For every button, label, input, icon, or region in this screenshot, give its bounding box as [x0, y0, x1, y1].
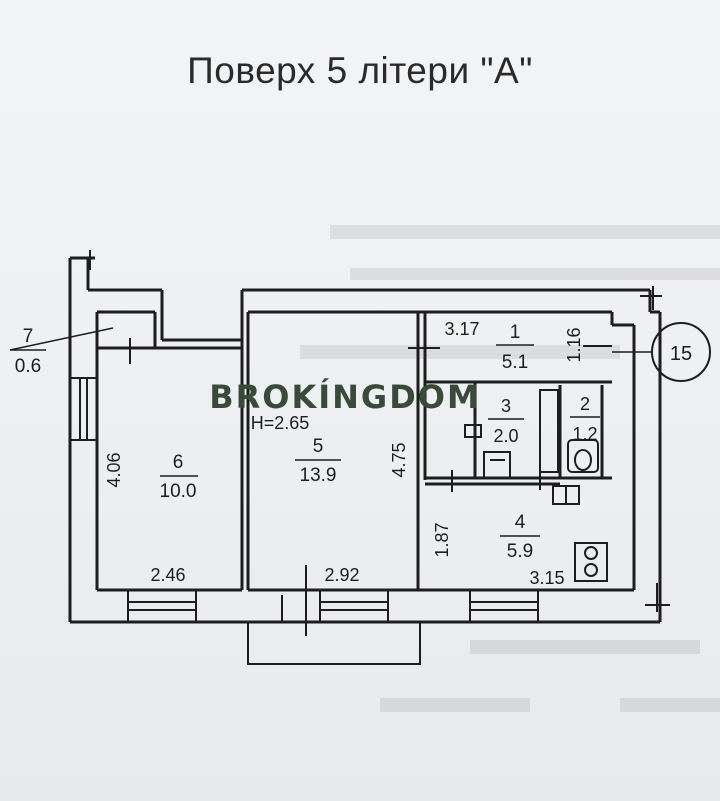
- room1-length-dim: 1.16: [564, 327, 584, 362]
- room6-area: 10.0: [160, 481, 197, 502]
- room7-number: 7: [23, 326, 34, 347]
- room2-number: 2: [580, 394, 590, 414]
- room3-number: 3: [501, 396, 511, 416]
- room4-width-dim: 3.15: [529, 568, 564, 588]
- room6-width-dim: 2.46: [150, 565, 185, 585]
- room7-area: 0.6: [15, 356, 41, 377]
- room2-area: 1.2: [572, 424, 597, 444]
- room5-width-dim: 2.92: [324, 565, 359, 585]
- dimension-ticks: [89, 250, 670, 636]
- room5-area: 13.9: [300, 465, 337, 486]
- ceiling-height-note: H=2.65: [251, 413, 310, 433]
- plan-title: Поверх 5 літери "А": [187, 50, 533, 91]
- room4-length-dim: 1.87: [432, 522, 452, 557]
- room5-length-dim: 4.75: [389, 442, 409, 477]
- room4-number: 4: [515, 512, 526, 533]
- room6-length-dim: 4.06: [104, 452, 124, 487]
- bleed-through-texture: [300, 225, 720, 712]
- room1-area: 5.1: [502, 352, 528, 373]
- room7-leader-line: [9, 327, 114, 351]
- sanitary-fixtures: [464, 389, 608, 582]
- room4-area: 5.9: [507, 541, 533, 562]
- room6-number: 6: [173, 452, 184, 473]
- room5-number: 5: [313, 436, 324, 457]
- room3-area: 2.0: [493, 426, 518, 446]
- watermark-logo: BROKÍNGDOM: [209, 378, 481, 416]
- room1-number: 1: [510, 322, 521, 343]
- room1-width-dim: 3.17: [444, 319, 479, 339]
- section-marker-label: 15: [670, 343, 692, 365]
- windows: [69, 377, 539, 665]
